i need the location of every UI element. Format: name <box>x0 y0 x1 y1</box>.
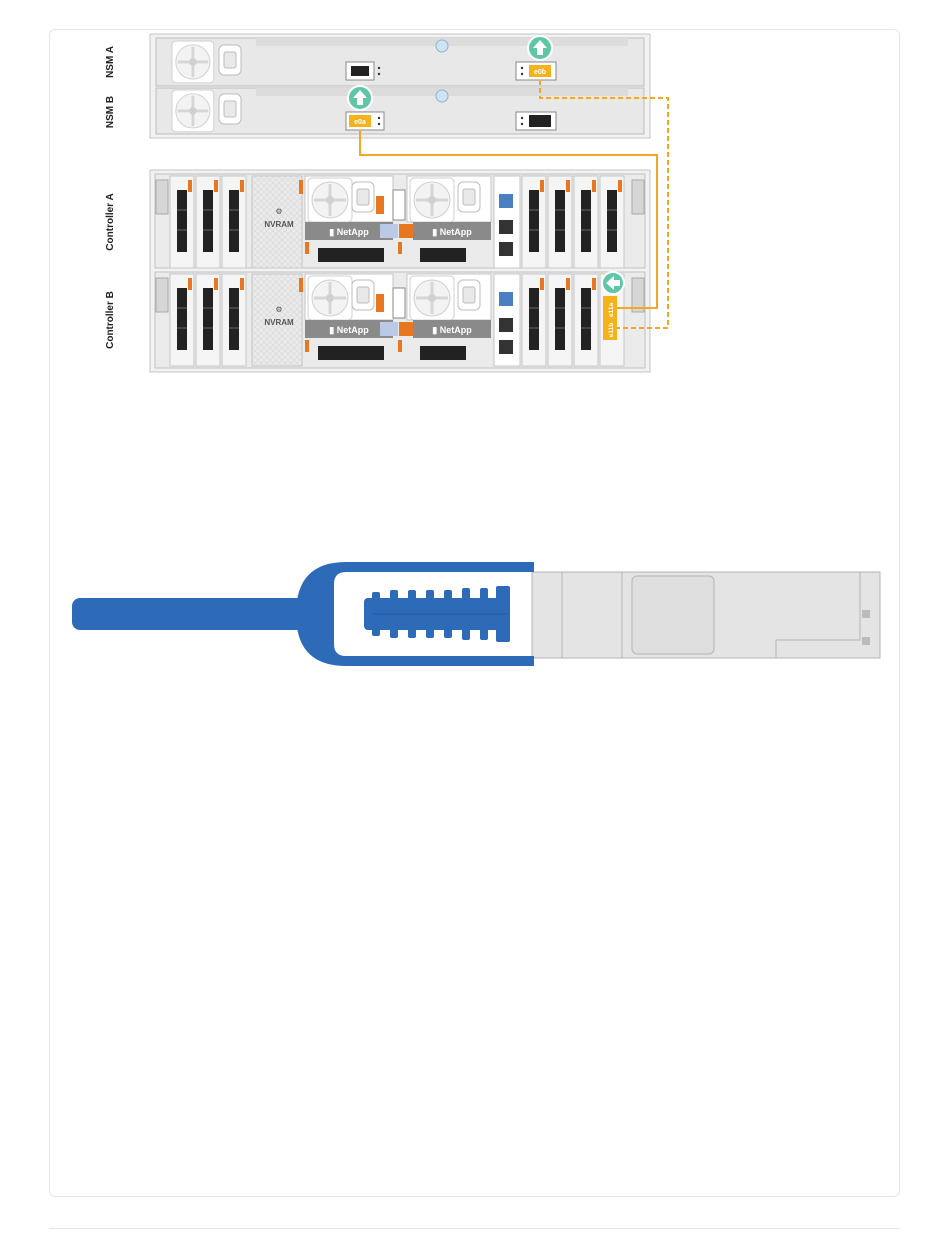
psu-1 <box>305 176 393 222</box>
power-inlet-icon <box>219 45 241 75</box>
controller-a-label: Controller A <box>105 193 116 250</box>
power-inlet-icon <box>352 280 374 310</box>
port-e11b-label: e11b <box>608 323 615 337</box>
power-inlet-icon <box>352 182 374 212</box>
controller-b-label: Controller B <box>105 291 116 349</box>
port-e0a-label: e0a <box>354 119 366 126</box>
controller-b: ⚙ NVRAM ▮ NetApp <box>155 272 645 368</box>
slot-11-card: e11a e11b <box>600 272 624 366</box>
nsm-a-label: NSM A <box>105 46 116 78</box>
svg-text:▮ NetApp: ▮ NetApp <box>329 325 369 335</box>
netapp-bar-1: ▮ NetApp <box>305 222 393 240</box>
netapp-bar-2: ▮ NetApp <box>413 320 491 338</box>
nsm-b-label: NSM B <box>105 96 116 128</box>
fan-icon <box>308 276 352 320</box>
nvram-module: ⚙ NVRAM <box>252 274 303 366</box>
upload-arrow-icon <box>348 86 372 110</box>
port-e0b-label: e0b <box>534 69 546 76</box>
psu-1 <box>305 274 393 320</box>
nvram-module: ⚙ NVRAM <box>252 176 303 268</box>
fan-icon <box>410 276 454 320</box>
svg-text:▮ NetApp: ▮ NetApp <box>432 325 472 335</box>
power-inlet-icon <box>219 94 241 124</box>
psu-2 <box>407 274 491 320</box>
fan-icon <box>410 178 454 222</box>
blue-cable <box>72 598 312 630</box>
svg-text:⚙: ⚙ <box>275 305 282 314</box>
nvram-label: NVRAM <box>264 318 294 327</box>
upload-arrow-icon <box>602 272 624 294</box>
power-inlet-icon <box>458 182 480 212</box>
io-module <box>494 274 520 366</box>
upload-arrow-icon <box>528 36 552 60</box>
qsfp-connector-illustration <box>72 562 880 666</box>
io-module <box>494 176 520 268</box>
strain-relief <box>364 586 510 642</box>
nsm-b-module: e0a <box>156 86 644 134</box>
port-e11a-label: e11a <box>608 303 615 317</box>
svg-text:▮ NetApp: ▮ NetApp <box>432 227 472 237</box>
psu-2 <box>407 176 491 222</box>
fan-icon <box>172 41 214 83</box>
nsm-a-module: e0b <box>156 36 644 86</box>
power-inlet-icon <box>458 280 480 310</box>
fan-icon <box>308 178 352 222</box>
controller-a: ⚙ NVRAM ▮ NetApp <box>155 174 645 268</box>
connector-housing <box>532 572 880 658</box>
svg-text:▮ NetApp: ▮ NetApp <box>329 227 369 237</box>
netapp-bar-1: ▮ NetApp <box>305 320 393 338</box>
svg-text:⚙: ⚙ <box>275 207 282 216</box>
nsm-shelf: e0b e0a <box>150 34 650 138</box>
controller-chassis: ⚙ NVRAM ▮ NetApp <box>150 170 650 372</box>
netapp-bar-2: ▮ NetApp <box>413 222 491 240</box>
nvram-label: NVRAM <box>264 220 294 229</box>
fan-icon <box>172 90 214 132</box>
